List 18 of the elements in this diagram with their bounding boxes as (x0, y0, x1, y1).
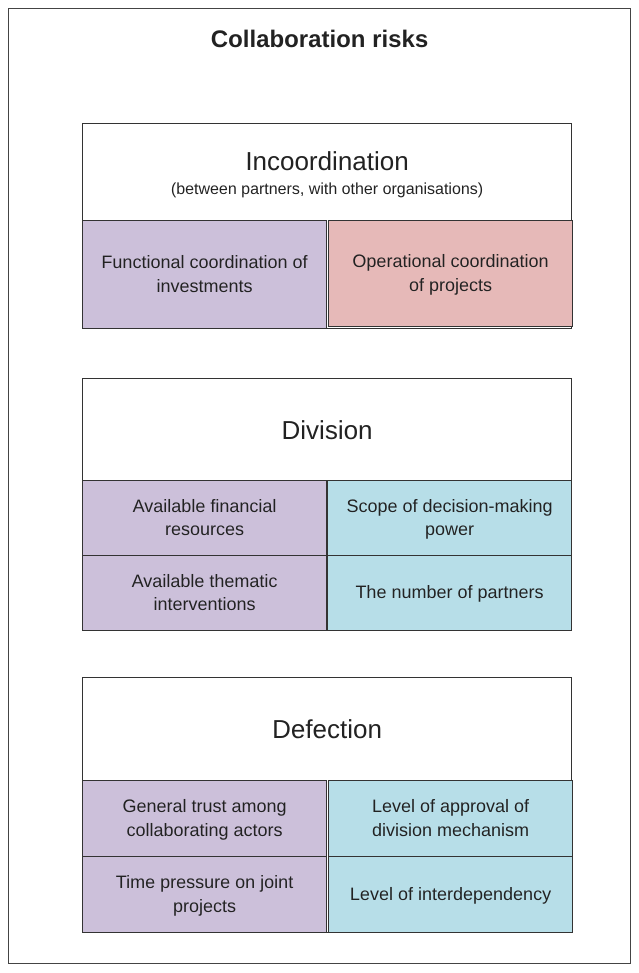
factor-box: Available thematic interventions (82, 555, 327, 631)
factor-box: Operational coordination of projects (328, 220, 573, 327)
category-box (82, 378, 572, 631)
category-heading: Division (280, 414, 374, 446)
factor-box: Available financial resources (82, 480, 327, 556)
category-heading: Defection (271, 714, 383, 745)
category-subtitle: (between partners, with other organisations) (170, 181, 484, 199)
category-box (82, 677, 572, 933)
category-heading: Incoordination (244, 146, 410, 177)
factor-box: Time pressure on joint projects (82, 856, 327, 933)
factor-box: Level of interdependency (328, 856, 573, 933)
diagram-title: Collaboration risks (210, 26, 430, 54)
category-box (82, 123, 572, 329)
factor-box: General trust among collaborating actors (82, 780, 327, 857)
factor-box: Functional coordination of investments (82, 220, 327, 329)
factor-box: The number of partners (327, 555, 572, 631)
factor-box: Scope of decision-making power (327, 480, 572, 556)
factor-box: Level of approval of division mechanism (328, 780, 573, 857)
